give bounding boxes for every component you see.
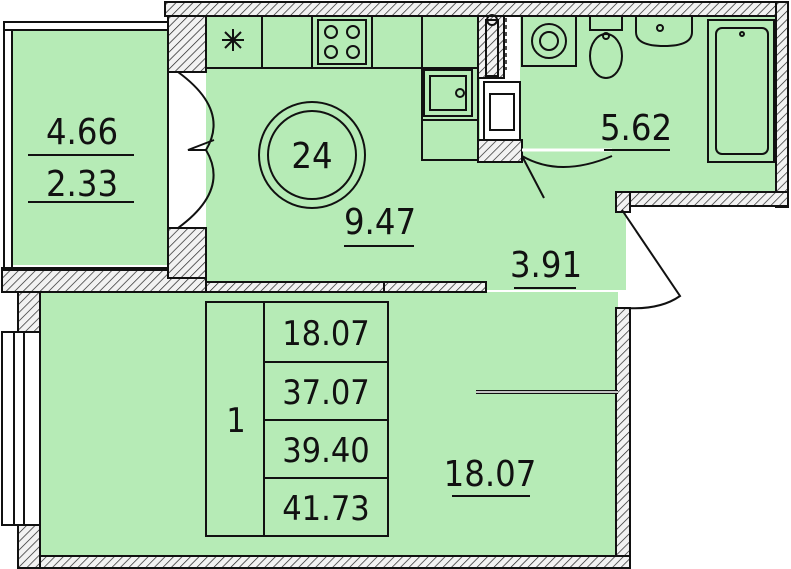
wall-top (164, 1, 788, 17)
toilet-tank (589, 15, 623, 31)
wall-left-living-low (17, 524, 41, 569)
kitchen-floor (206, 16, 480, 284)
wall-hall-right (615, 191, 631, 213)
window-left (1, 331, 41, 526)
apartment-number-badge (258, 101, 366, 209)
wall-kitchen-left-bottom (167, 227, 207, 279)
living-floor (40, 292, 618, 557)
total-area-value: 37.07 (282, 373, 370, 413)
area-with-balcony-reduced-value: 39.40 (282, 431, 370, 471)
kitchen-area: 9.47 (344, 202, 416, 243)
wall-right-bath (775, 1, 789, 208)
kitchen-counter-top (205, 15, 479, 69)
wall-kitchen-living-partition (383, 281, 487, 293)
room-count: 1 (226, 401, 245, 441)
bathroom-fixtures (483, 14, 775, 163)
apartment-number: 24 (291, 136, 332, 177)
kitchen-furniture (205, 15, 479, 161)
area-with-balcony-full-value: 41.73 (282, 489, 370, 529)
floor-areas (12, 16, 778, 557)
kitchen-counter-side (421, 67, 479, 161)
balcony-floor (12, 30, 168, 265)
washing-machine (521, 15, 577, 67)
entrance-door (621, 209, 682, 310)
hall-floor (478, 160, 626, 290)
washbasin (635, 15, 693, 48)
ventilation-icon (222, 29, 244, 51)
wall-bath-partition (477, 15, 505, 79)
living-room-area: 18.07 (444, 454, 537, 495)
balcony-area-full: 4.66 (46, 112, 118, 153)
bathtub (707, 19, 775, 163)
wall-bath-partition-low (477, 139, 523, 163)
wall-bath-bottom (621, 191, 789, 207)
shaft (483, 81, 521, 141)
bathroom-door (521, 155, 613, 199)
stove (317, 19, 367, 65)
wall-kitchen-left-top (167, 15, 207, 73)
balcony-frame (3, 21, 169, 271)
hall-area: 3.91 (510, 245, 582, 286)
balcony-door (172, 71, 215, 229)
bathroom-area: 5.62 (600, 108, 672, 149)
wall-right-lower (615, 307, 631, 569)
living-area-value: 18.07 (282, 314, 370, 354)
balcony-area-reduced: 2.33 (46, 164, 118, 205)
kitchen-sink (423, 69, 473, 117)
area-summary-table (205, 301, 389, 537)
wall-bottom (27, 555, 631, 569)
doors (172, 71, 682, 310)
